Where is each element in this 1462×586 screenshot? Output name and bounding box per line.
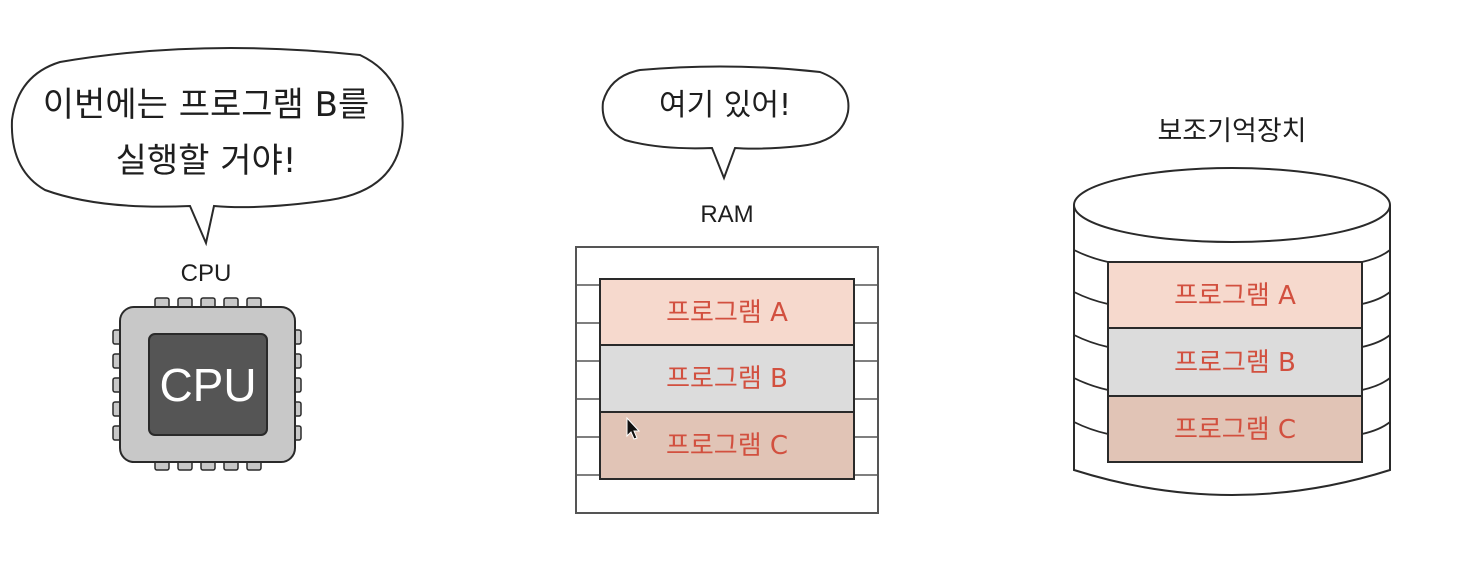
storage-program-a-label: 프로그램 A [1174,281,1296,311]
storage-cylinder-icon: 프로그램 A 프로그램 B 프로그램 C [1073,167,1391,496]
ram-program-b-block [599,344,855,413]
ram-speech-text: 여기 있어! [659,88,791,123]
ram-program-c-label: 프로그램 C [666,431,788,461]
ram-slot-lines [576,284,878,476]
ram-speech-bubble: 여기 있어! [601,65,850,181]
storage-program-a-block [1107,261,1363,329]
cpu-speech-line1: 이번에는 프로그램 B를 [43,85,369,125]
chip-die [148,333,268,436]
cpu-speech-bubble: 이번에는 프로그램 B를 실행할 거야! [10,46,404,247]
chip-label: CPU [159,359,256,411]
storage-program-c-block [1107,395,1363,463]
storage-label: 보조기억장치 [1157,116,1306,147]
ram-program-b-label: 프로그램 B [666,364,788,394]
ram-module: 프로그램 A 프로그램 B 프로그램 C [575,246,879,514]
storage-rings [1073,249,1391,435]
cpu-chip-icon: CPU [112,297,302,471]
storage-program-b-label: 프로그램 B [1174,348,1296,378]
storage-program-c-label: 프로그램 C [1174,415,1296,445]
cpu-label: CPU [181,260,232,287]
mouse-cursor-icon [626,416,641,440]
ram-program-a-block [599,278,855,346]
ram-label: RAM [700,201,753,228]
cpu-speech-line2: 실행할 거야! [116,141,297,181]
ram-program-c-block [599,411,855,480]
ram-program-a-label: 프로그램 A [666,298,788,328]
storage-program-b-block [1107,327,1363,397]
